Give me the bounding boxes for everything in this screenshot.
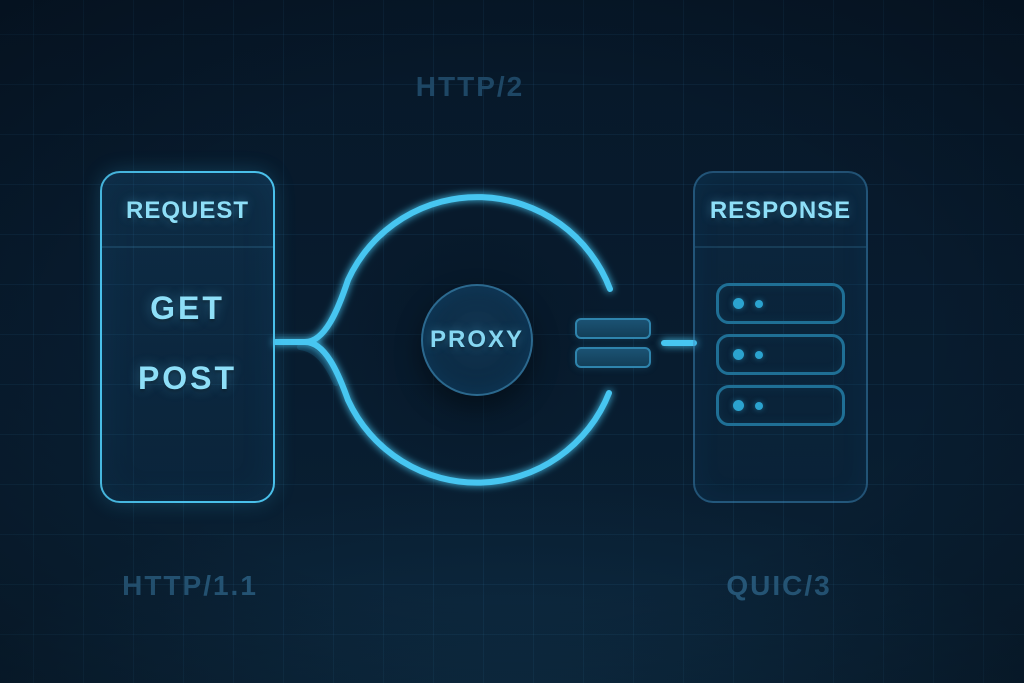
equals-bar: [575, 347, 651, 368]
method-list: GET POST: [102, 290, 273, 397]
equals-bar: [575, 318, 651, 339]
panel-divider: [102, 246, 273, 248]
method-label: GET: [150, 290, 225, 326]
led-dot-icon: [755, 350, 763, 359]
led-dot-icon: [755, 299, 763, 308]
protocol-label-http2: HTTP/2: [415, 71, 525, 102]
response-panel: RESPONSE: [693, 171, 868, 503]
server-row: [716, 334, 845, 375]
request-title: REQUEST: [125, 197, 249, 224]
method-label: POST: [137, 360, 238, 396]
panel-divider: [695, 246, 866, 248]
server-row: [716, 283, 845, 324]
response-title: RESPONSE: [709, 197, 852, 224]
wire-reflection: [297, 344, 339, 386]
server-rack: [695, 283, 866, 426]
proxy-label: PROXY: [429, 326, 525, 353]
led-dot-icon: [733, 298, 744, 309]
protocol-label-quic3: QUIC/3: [726, 570, 832, 601]
proxy-node: PROXY: [421, 284, 533, 396]
request-panel: REQUEST GET POST: [100, 171, 275, 503]
led-dot-icon: [755, 401, 763, 410]
server-row: [716, 385, 845, 426]
request-loop-top-wire: [273, 194, 613, 345]
led-dot-icon: [733, 349, 744, 360]
request-loop-bottom-wire: [273, 339, 612, 486]
equals-icon: [575, 318, 651, 368]
protocol-label-http11: HTTP/1.1: [122, 570, 258, 601]
led-dot-icon: [733, 400, 744, 411]
